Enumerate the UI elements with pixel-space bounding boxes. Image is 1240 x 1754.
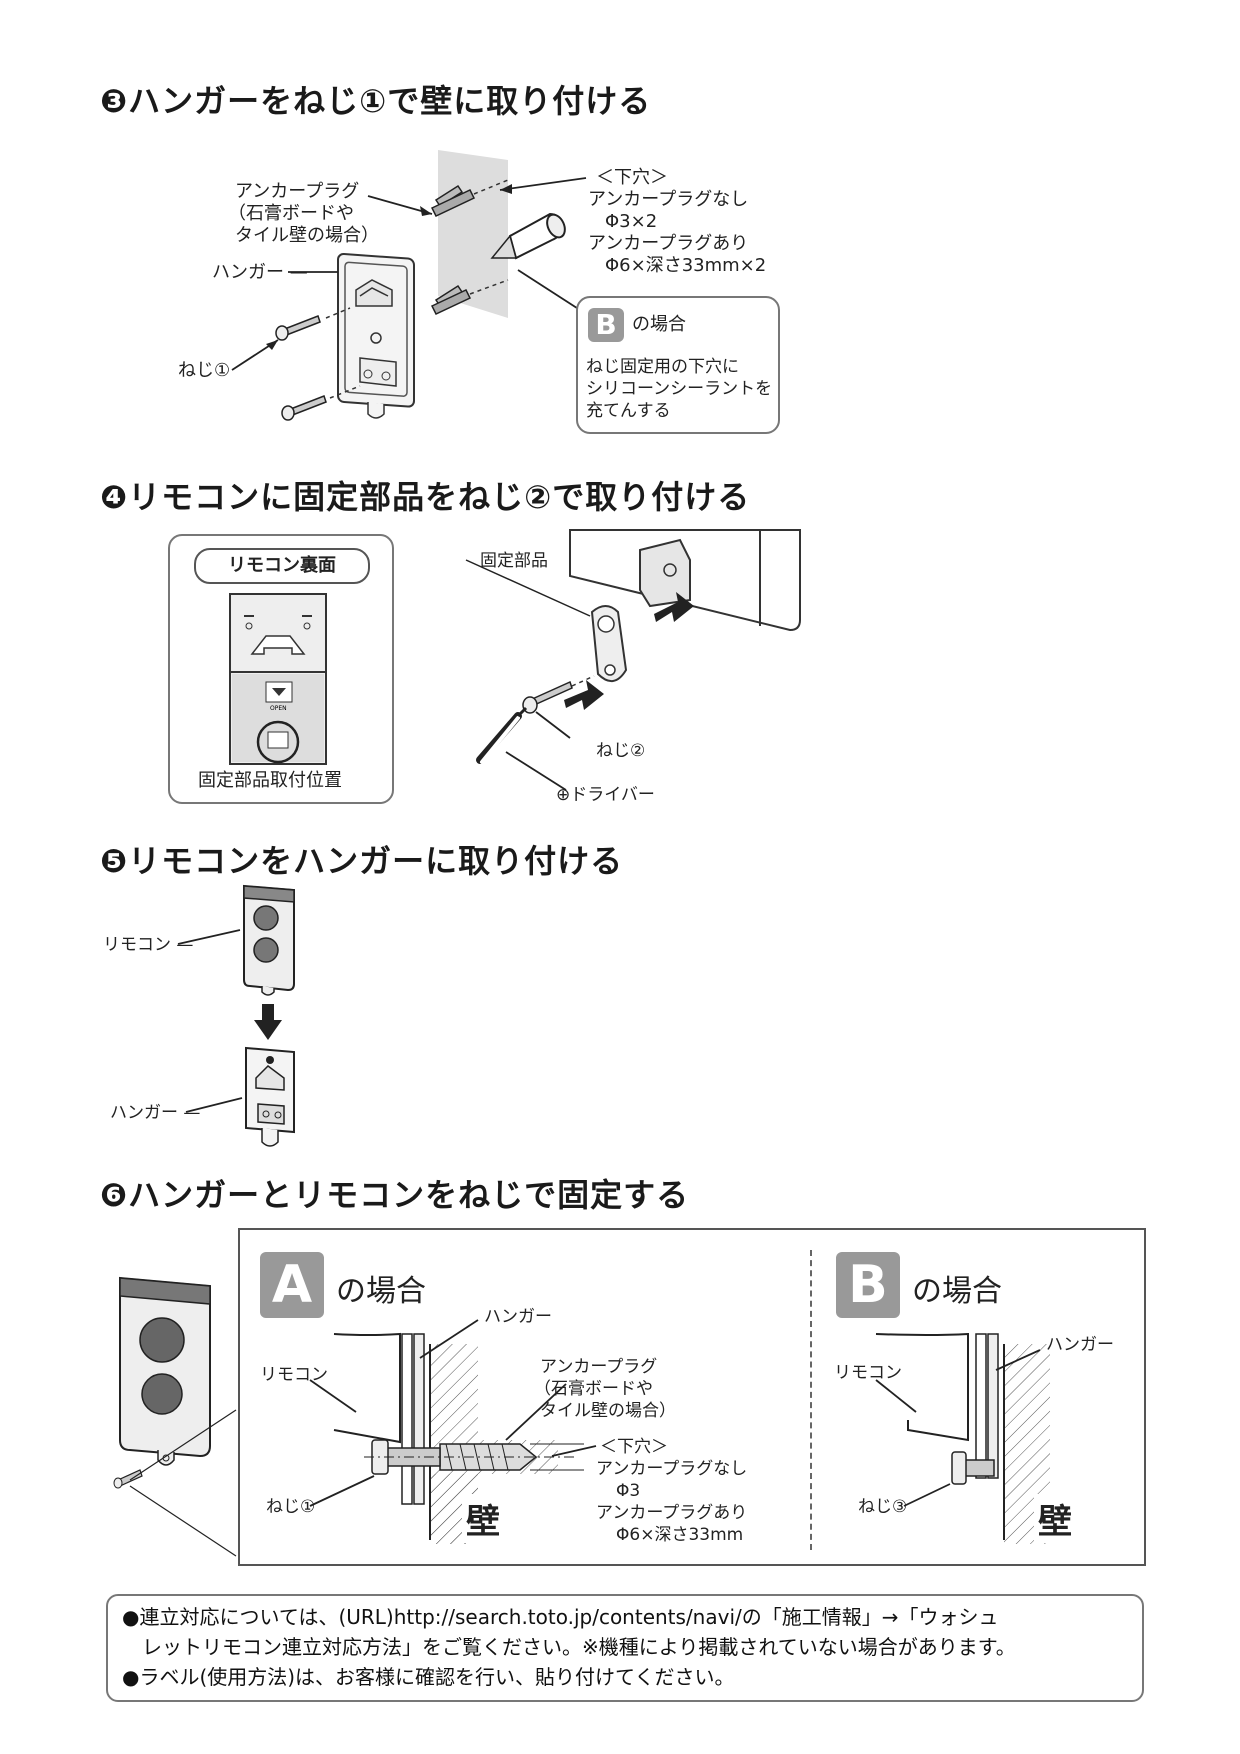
open-text: OPEN (270, 705, 287, 712)
step6-case-a-label: の場合 (336, 1274, 426, 1309)
note-line2: レットリモコン連立対応方法」をご覧ください。※機種により掲載されていない場合があ… (122, 1635, 1016, 1659)
step5-title: ❺リモコンをハンガーに取り付ける (100, 842, 624, 880)
step6-case-b-letter: B (836, 1252, 900, 1318)
step4-title: ❹リモコンに固定部品をねじ②で取り付ける (100, 478, 751, 516)
step6-b-wall-label: 壁 (1034, 1494, 1076, 1543)
step5-hanger-label: ハンガー — (110, 1103, 201, 1123)
note-line1: ●連立対応については、(URL)http://search.toto.jp/co… (122, 1605, 999, 1629)
step3-anchor-plug-note1: （石膏ボードや (228, 203, 354, 224)
step5-remote-label: リモコン — (103, 935, 194, 955)
note-line3: ●ラベル(使用方法)は、お客様に確認を行い、貼り付けてください。 (122, 1665, 735, 1689)
step6-case-b-label: の場合 (912, 1274, 1002, 1309)
step3-anchor-plug-note2: タイル壁の場合） (235, 225, 379, 246)
step6-a-no-anchor-label: アンカープラグなし (596, 1459, 748, 1479)
step6-a-anchor-plug-note2: タイル壁の場合） (540, 1401, 676, 1421)
remote-back-illustration: OPEN (229, 593, 327, 765)
step6-a-screw1-label: ねじ① (266, 1497, 316, 1517)
step3-hanger-label: ハンガー — (212, 262, 308, 283)
step3-case-b-label: の場合 (632, 314, 686, 335)
step4-screw2-label: ねじ② (596, 741, 646, 761)
step3-anchor-plug-label: アンカープラグ (235, 181, 360, 202)
step6-a-anchor-plug-note1: （石膏ボードや (534, 1379, 653, 1399)
step6-b-hanger-label: ハンガー (1046, 1335, 1114, 1355)
step4-mount-position-label: 固定部品取付位置 (198, 770, 342, 791)
step3-no-anchor-size: Φ3×2 (605, 211, 658, 232)
step6-a-with-anchor-label: アンカープラグあり (596, 1503, 748, 1523)
step3-no-anchor-label: アンカープラグなし (588, 189, 749, 210)
step3-pilot-hole-label: ＜下穴＞ (596, 167, 668, 188)
step3-case-b-line1: ねじ固定用の下穴に (586, 357, 739, 377)
step6-case-divider (810, 1250, 812, 1550)
step3-case-b-line2: シリコーンシーラントを (586, 379, 773, 399)
notes-box: ●連立対応については、(URL)http://search.toto.jp/co… (106, 1594, 1144, 1702)
step6-b-remote-label: リモコン (834, 1363, 902, 1383)
step6-a-hanger-label: ハンガー (484, 1307, 552, 1327)
step3-case-b-callout: B の場合 ねじ固定用の下穴に シリコーンシーラントを 充てんする (576, 296, 780, 434)
step6-a-anchor-plug-label: アンカープラグ (540, 1357, 658, 1377)
step6-title: ❻ハンガーとリモコンをねじで固定する (100, 1176, 690, 1214)
step3-case-b-letter: B (588, 308, 624, 342)
step3-case-b-line3: 充てんする (586, 401, 671, 421)
step4-remote-back-label: リモコン裏面 (194, 548, 370, 584)
step4-fixing-part-label: 固定部品 (480, 551, 548, 571)
step4-remote-back-panel: リモコン裏面 OPEN 固定部品取付位置 (168, 534, 394, 804)
step3-title: ❸ハンガーをねじ①で壁に取り付ける (100, 82, 652, 120)
step6-a-wall-label: 壁 (462, 1494, 504, 1543)
step6-a-remote-label: リモコン (260, 1365, 328, 1385)
step3-with-anchor-label: アンカープラグあり (588, 233, 749, 254)
step3-with-anchor-size: Φ6×深さ33mm×2 (605, 255, 767, 276)
step6-a-with-anchor-size: Φ6×深さ33mm (616, 1525, 744, 1545)
step6-a-pilot-hole-label: ＜下穴＞ (600, 1437, 668, 1457)
step3-screw1-label: ねじ① (178, 360, 231, 381)
step6-b-screw3-label: ねじ③ (858, 1497, 908, 1517)
step4-driver-label: ⊕ドライバー (556, 785, 655, 805)
step6-cases-frame (238, 1228, 1146, 1566)
step6-a-no-anchor-size: Φ3 (616, 1481, 641, 1501)
step6-case-a-letter: A (260, 1252, 324, 1318)
